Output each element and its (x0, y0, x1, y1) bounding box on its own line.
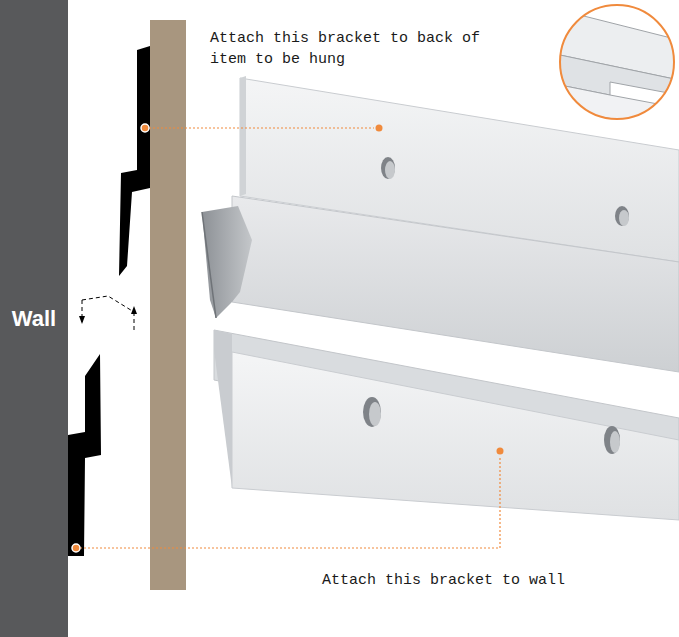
arrow-head (131, 306, 137, 314)
callout-text: Attach this bracket to back of item to b… (210, 28, 500, 70)
detail-inset (560, 5, 679, 130)
wall-band: Wall (0, 0, 68, 637)
callout-text: Attach this bracket to wall (322, 570, 662, 591)
leader-line (72, 124, 504, 552)
hung-item-board (150, 20, 186, 590)
bracket-3d-render (202, 76, 679, 520)
arrow-head (79, 316, 85, 324)
wall-label: Wall (12, 306, 56, 332)
motion-arrow (82, 296, 134, 330)
item-bracket-profile (119, 46, 150, 276)
wall-bracket-profile (68, 354, 101, 556)
